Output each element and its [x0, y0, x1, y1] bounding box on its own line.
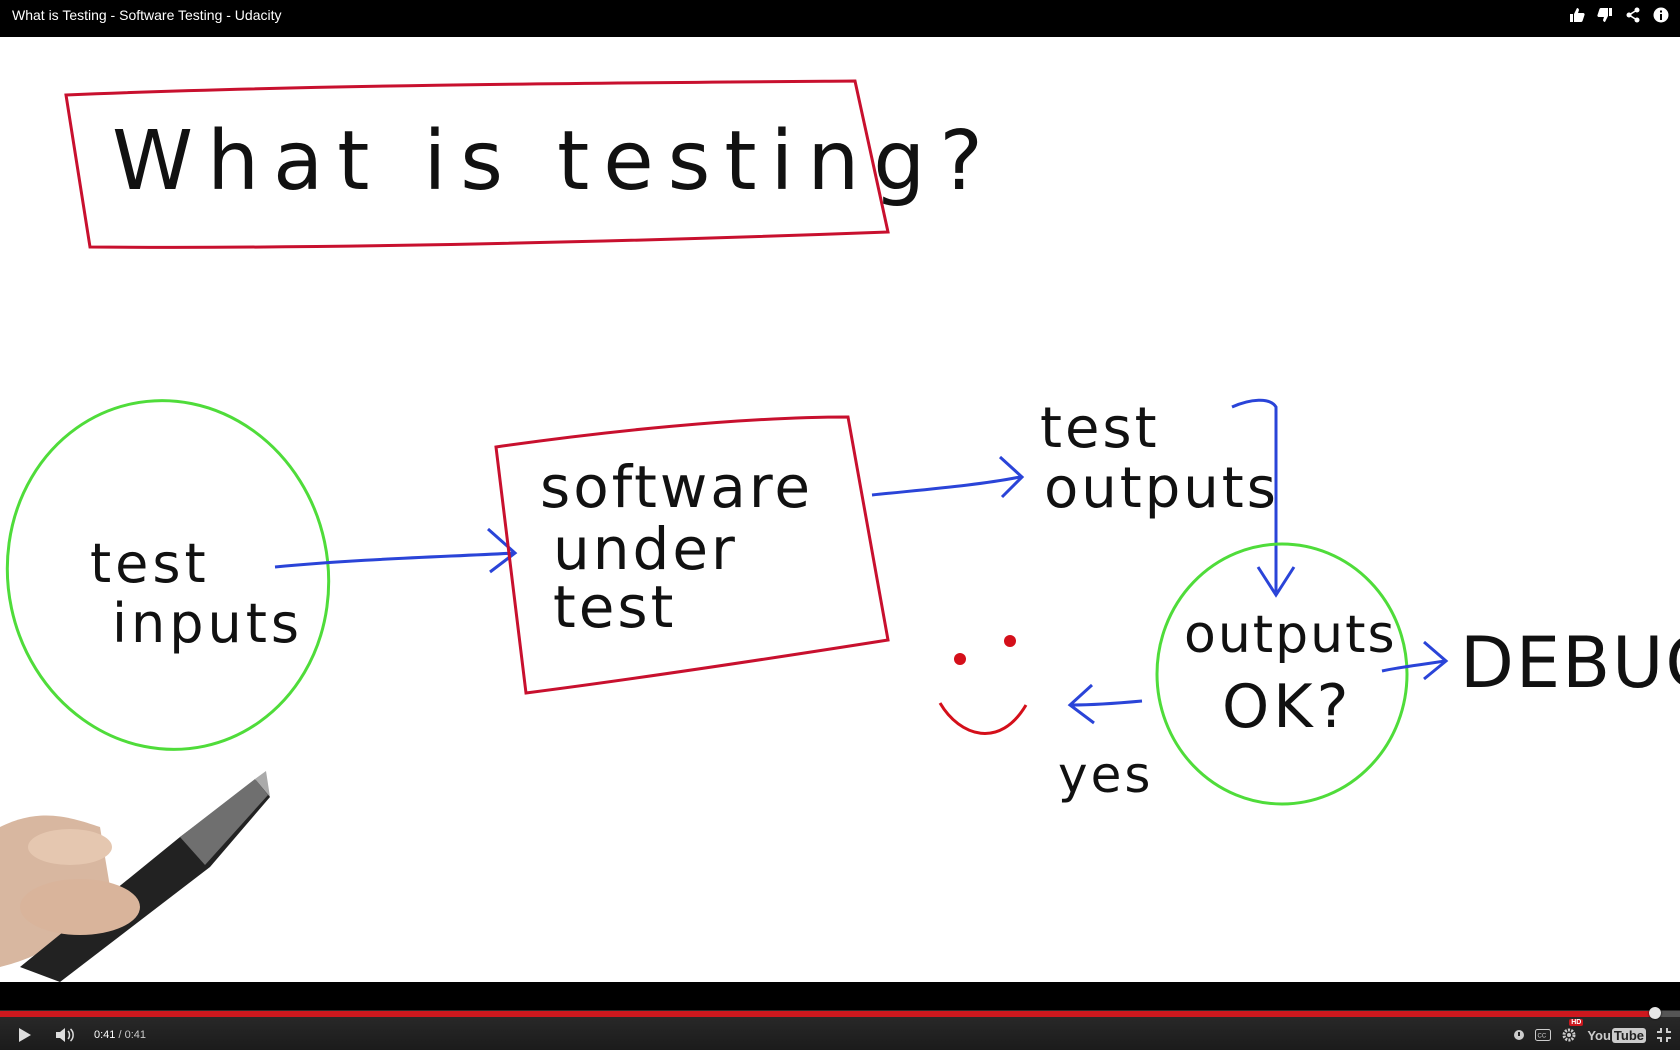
youtube-logo-you: You: [1587, 1027, 1611, 1043]
software-line2: under: [553, 515, 738, 583]
video-title-bar: What is Testing - Software Testing - Uda…: [0, 0, 1680, 37]
slide-heading: What is testing?: [112, 114, 997, 209]
arrow-outputs-to-check: [1231, 398, 1278, 592]
whiteboard-drawing: What is testing? test inputs software un…: [0, 79, 1680, 982]
video-title[interactable]: What is Testing - Software Testing - Uda…: [12, 7, 282, 23]
play-icon: [19, 1028, 31, 1042]
like-icon[interactable]: [1568, 6, 1586, 24]
test-inputs-ellipse: [5, 399, 331, 751]
arrow-to-yes: [1071, 699, 1143, 707]
software-box: [494, 415, 890, 695]
volume-button[interactable]: [54, 1024, 76, 1046]
captions-icon: CC: [1535, 1029, 1552, 1041]
video-frame[interactable]: What is testing? test inputs software un…: [0, 37, 1680, 982]
progress-played: [0, 1011, 1655, 1017]
annotations-icon: [1514, 1030, 1525, 1040]
duration: 0:41: [124, 1029, 147, 1041]
progress-scrubber[interactable]: [1648, 1007, 1661, 1019]
debug-label: DEBUG: [1460, 622, 1680, 704]
arrow-inputs-to-software: [274, 551, 516, 569]
top-actions: [1568, 6, 1670, 24]
test-inputs-line1: test: [90, 532, 210, 595]
yes-label: yes: [1058, 746, 1153, 804]
svg-text:CC: CC: [1538, 1034, 1547, 1040]
exit-fullscreen-icon: [1657, 1028, 1671, 1042]
gear-icon: [1562, 1028, 1576, 1042]
arrow-software-to-outputs: [871, 475, 1021, 497]
youtube-logo-tube: Tube: [1611, 1027, 1646, 1043]
smiley-face: [938, 635, 1028, 735]
dislike-icon[interactable]: [1596, 6, 1614, 24]
time-separator: /: [115, 1029, 125, 1041]
controls-left: 0:41 / 0:41: [14, 1024, 146, 1046]
outputs-ok-line1: outputs: [1184, 605, 1397, 665]
exit-fullscreen-button[interactable]: [1656, 1024, 1672, 1046]
arrow-to-debug: [1381, 659, 1446, 673]
info-icon[interactable]: [1652, 6, 1670, 24]
current-time: 0:41: [94, 1029, 116, 1041]
settings-button[interactable]: HD: [1561, 1019, 1584, 1046]
share-icon[interactable]: [1624, 6, 1642, 24]
hd-badge: HD: [1569, 1019, 1584, 1026]
play-button[interactable]: [14, 1024, 36, 1046]
time-display: 0:41 / 0:41: [94, 1029, 146, 1041]
volume-icon: [56, 1028, 74, 1042]
annotations-button[interactable]: [1513, 1024, 1525, 1046]
test-inputs-line2: inputs: [112, 592, 303, 655]
software-line3: test: [553, 573, 676, 641]
software-line1: software: [540, 453, 813, 521]
test-outputs-line1: test: [1040, 396, 1160, 461]
captions-button[interactable]: CC: [1535, 1024, 1552, 1046]
outputs-ok-ellipse: [1155, 542, 1409, 806]
heading-box: [64, 79, 890, 249]
presenter-hand-with-pen: [0, 771, 270, 982]
outputs-ok-line2: OK?: [1222, 672, 1352, 742]
test-outputs-line2: outputs: [1044, 456, 1279, 521]
